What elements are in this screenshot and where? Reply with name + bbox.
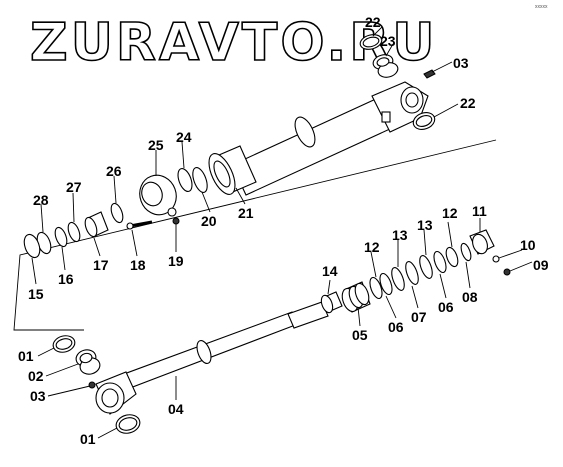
label-03-bottom: 03 [30,388,46,404]
label-22-top: 22 [365,14,381,30]
label-01-upper: 01 [18,348,34,364]
label-27: 27 [66,179,82,195]
label-19: 19 [168,253,184,269]
label-05: 05 [352,327,368,343]
corner-code: xxxxx [535,4,548,10]
label-11: 11 [472,203,487,219]
label-01-lower: 01 [80,431,96,447]
part-23-bushing [372,54,399,78]
label-28: 28 [33,192,49,208]
label-21: 21 [238,205,254,221]
part-20-ring [192,167,208,193]
part-01-ring-upper [52,335,76,353]
label-13-first: 13 [392,227,408,243]
label-18: 18 [130,257,146,273]
part-11-nut [469,229,495,255]
part-26-ring [110,202,124,224]
label-25: 25 [148,137,164,153]
part-22-top-ring [359,34,383,50]
label-08: 08 [462,289,478,305]
part-05-piston [341,281,371,313]
label-06-second: 06 [438,299,454,315]
label-02: 02 [28,368,44,384]
part-27-ring [67,221,81,243]
group-frame [13,139,497,331]
label-07: 07 [411,309,427,325]
label-12-first: 12 [364,239,380,255]
label-22-side: 22 [460,95,476,111]
part-14-nut [320,291,343,314]
part-25-gland [139,174,177,217]
part-16-ring [54,226,68,248]
seal-stack [369,242,472,300]
label-12-second: 12 [442,205,458,221]
label-20: 20 [201,213,217,229]
piston-rod [123,301,329,389]
part-10-washer [492,255,500,263]
label-06-first: 06 [388,319,404,335]
part-17-bushing [84,211,109,238]
label-14: 14 [322,263,338,279]
part-03-grease-nipple-bottom [88,381,96,389]
label-23: 23 [380,33,396,49]
part-15-ring [23,233,41,259]
label-15: 15 [28,286,44,302]
leader-lines [31,26,533,439]
part-24-ring [177,167,193,193]
label-16: 16 [58,271,74,287]
part-01-ring-lower [115,414,141,434]
label-09: 09 [533,257,549,273]
part-09-screw [503,268,511,276]
label-10: 10 [520,237,536,253]
rod-eye [95,371,137,415]
part-22-side-ring [412,112,436,130]
part-19-washer [172,217,180,225]
part-02-bushing [75,349,101,375]
part-18-bolt [126,220,153,230]
label-17: 17 [93,257,109,273]
label-13-second: 13 [417,217,433,233]
label-26: 26 [106,163,122,179]
label-24: 24 [176,129,192,145]
label-04: 04 [168,401,184,417]
label-03-top: 03 [453,55,469,71]
cylinder-tube [208,81,429,196]
